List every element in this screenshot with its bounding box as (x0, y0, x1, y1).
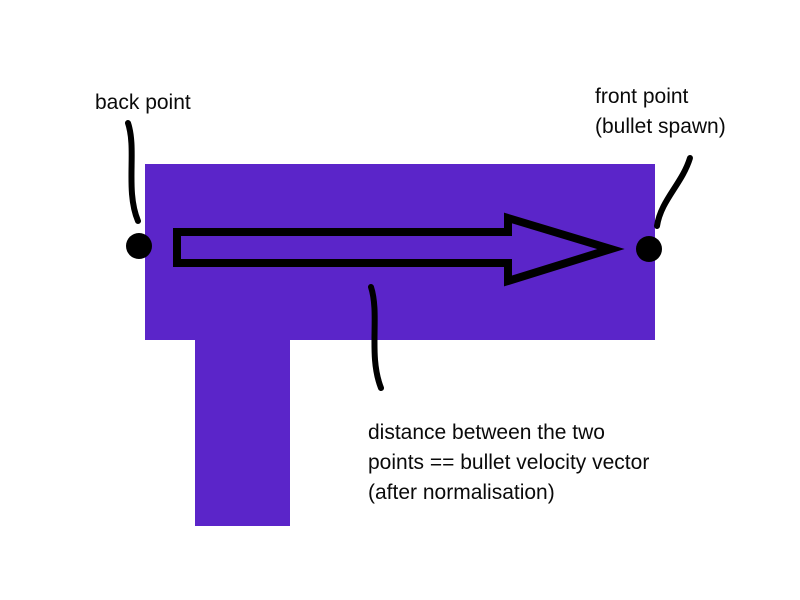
front-point-label-line2: (bullet spawn) (595, 115, 726, 138)
distance-caption-line3: (after normalisation) (368, 481, 555, 504)
gun-grip-shape (195, 338, 290, 526)
distance-caption-line2: points == bullet velocity vector (368, 451, 650, 474)
back-point-label: back point (95, 91, 191, 114)
front-point-label: front point (bullet spawn) (595, 82, 726, 142)
distance-caption: distance between the two points == bulle… (368, 418, 649, 508)
gun-body-shape (145, 164, 655, 340)
distance-caption-line1: distance between the two (368, 421, 605, 444)
front-point-connector-line (654, 155, 693, 229)
back-point-connector-line (125, 120, 141, 224)
front-point-label-line1: front point (595, 85, 689, 108)
